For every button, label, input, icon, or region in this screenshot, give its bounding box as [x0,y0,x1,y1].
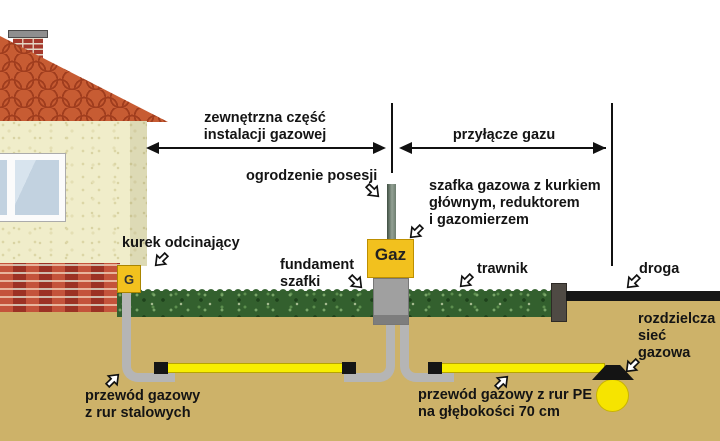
pointer-arrow-icon [618,352,646,380]
house-wall-corner-shade [130,121,147,266]
label-lawn: trawnik [477,261,528,277]
dimension-arrowhead-icon [399,142,412,154]
road-surface [566,291,720,301]
label-distribution-network: rozdzielcza sieć gazowa [638,311,716,361]
dimension-arrowhead-icon [593,142,606,154]
yellow-pipe-right [440,363,605,373]
label-shutoff-valve: kurek odcinający [122,235,240,251]
boundary-line-fence [391,103,393,173]
gas-main-cross-section [596,379,629,412]
shutoff-valve-text: G [123,271,135,287]
pointer-arrow-icon [619,268,647,296]
window-frame-divider [7,160,15,215]
label-road: droga [639,261,680,277]
pointer-arrow-icon [99,366,127,394]
road-curb [551,283,567,322]
label-gas-cabinet: szafka gazowa z kurkiem głównym, redukto… [429,178,601,228]
cabinet-foundation-block [373,278,409,325]
pointer-arrow-icon [452,267,480,295]
house-roof [0,36,168,122]
riser-pipe-center-left [344,325,395,382]
pipe-coupling [342,362,356,374]
dimension-line-connection [402,147,606,149]
window-pane [0,160,7,215]
house-window [0,153,66,222]
chimney-cap [8,30,48,38]
dimension-line-external [148,147,384,149]
label-gas-connection: przyłącze gazu [452,127,556,143]
gas-cabinet-text: Gaz [374,245,407,264]
label-pe-pipe: przewód gazowy z rur PE na głębokości 70… [418,387,593,420]
label-external-installation: zewnętrzna część instalacji gazowej [203,110,327,143]
label-steel-pipe: przewód gazowy z rur stalowych [85,388,201,421]
pointer-arrow-icon [359,177,387,205]
pipe-coupling [428,362,442,374]
pipe-coupling [154,362,168,374]
house-brick-base [0,263,120,312]
gas-main-saddle-tee [592,365,634,380]
boundary-line-road [611,103,613,266]
riser-pipe-center-right [400,325,454,382]
steel-pipe-elbow-left [122,293,175,382]
dimension-arrowhead-icon [146,142,159,154]
ground-under-road [566,300,720,314]
label-property-fence: ogrodzenie posesji [246,168,378,184]
pointer-arrow-icon [147,246,175,274]
pointer-arrow-icon [342,268,370,296]
gas-cabinet-box: Gaz [367,239,414,278]
pointer-arrow-icon [402,218,430,246]
shutoff-valve-box: G [117,265,141,293]
fence-post [387,184,396,240]
pointer-arrow-icon [488,368,516,396]
window-pane [15,160,59,215]
lawn-strip [117,286,553,317]
yellow-pipe-left [167,363,343,373]
label-cabinet-foundation: fundament szafki [280,257,355,290]
dimension-arrowhead-icon [373,142,386,154]
